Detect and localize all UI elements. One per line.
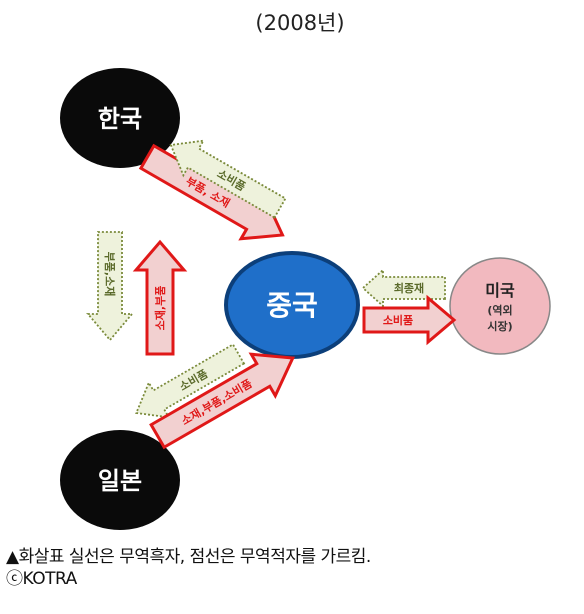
arrow-label: 부품,소재 xyxy=(103,252,117,297)
trade-diagram-canvas: (2008년) 한국 일본 중국 미국 (역외 시장) 부품, 소재 소비품 부… xyxy=(60,11,551,530)
arrow-china-to-usa-solid: 소비품 xyxy=(362,294,457,346)
trade-diagram: (2008년) 한국 일본 중국 미국 (역외 시장) 부품, 소재 소비품 부… xyxy=(60,11,551,530)
usa-sublabel-1: (역외 xyxy=(487,303,512,317)
korea-node xyxy=(60,68,180,168)
caption: ▲화살표 실선은 무역흑자, 점선은 무역적자를 가르킴. ⓒKOTRA xyxy=(6,546,576,590)
arrow-usa-to-china-dotted: 최종재 xyxy=(361,267,446,309)
japan-label: 일본 xyxy=(98,467,142,495)
diagram-title: (2008년) xyxy=(255,11,344,35)
usa-sublabel-2: 시장) xyxy=(487,319,512,333)
japan-node xyxy=(60,430,180,530)
arrow-japan-to-korea-dotted: 부품,소재 xyxy=(86,231,134,342)
arrow-label: 소재,부품 xyxy=(153,286,167,331)
arrow-label: 소비품 xyxy=(383,313,413,327)
arrow-korea-to-japan-solid: 소재,부품 xyxy=(132,239,188,356)
china-label: 중국 xyxy=(266,289,318,322)
arrow-label: 최종재 xyxy=(394,281,424,295)
korea-label: 한국 xyxy=(98,105,142,133)
caption-line-1: ▲화살표 실선은 무역흑자, 점선은 무역적자를 가르킴. xyxy=(6,547,371,567)
caption-source: ⓒKOTRA xyxy=(6,569,77,589)
usa-label: 미국 xyxy=(485,281,515,300)
usa-node xyxy=(449,257,551,355)
